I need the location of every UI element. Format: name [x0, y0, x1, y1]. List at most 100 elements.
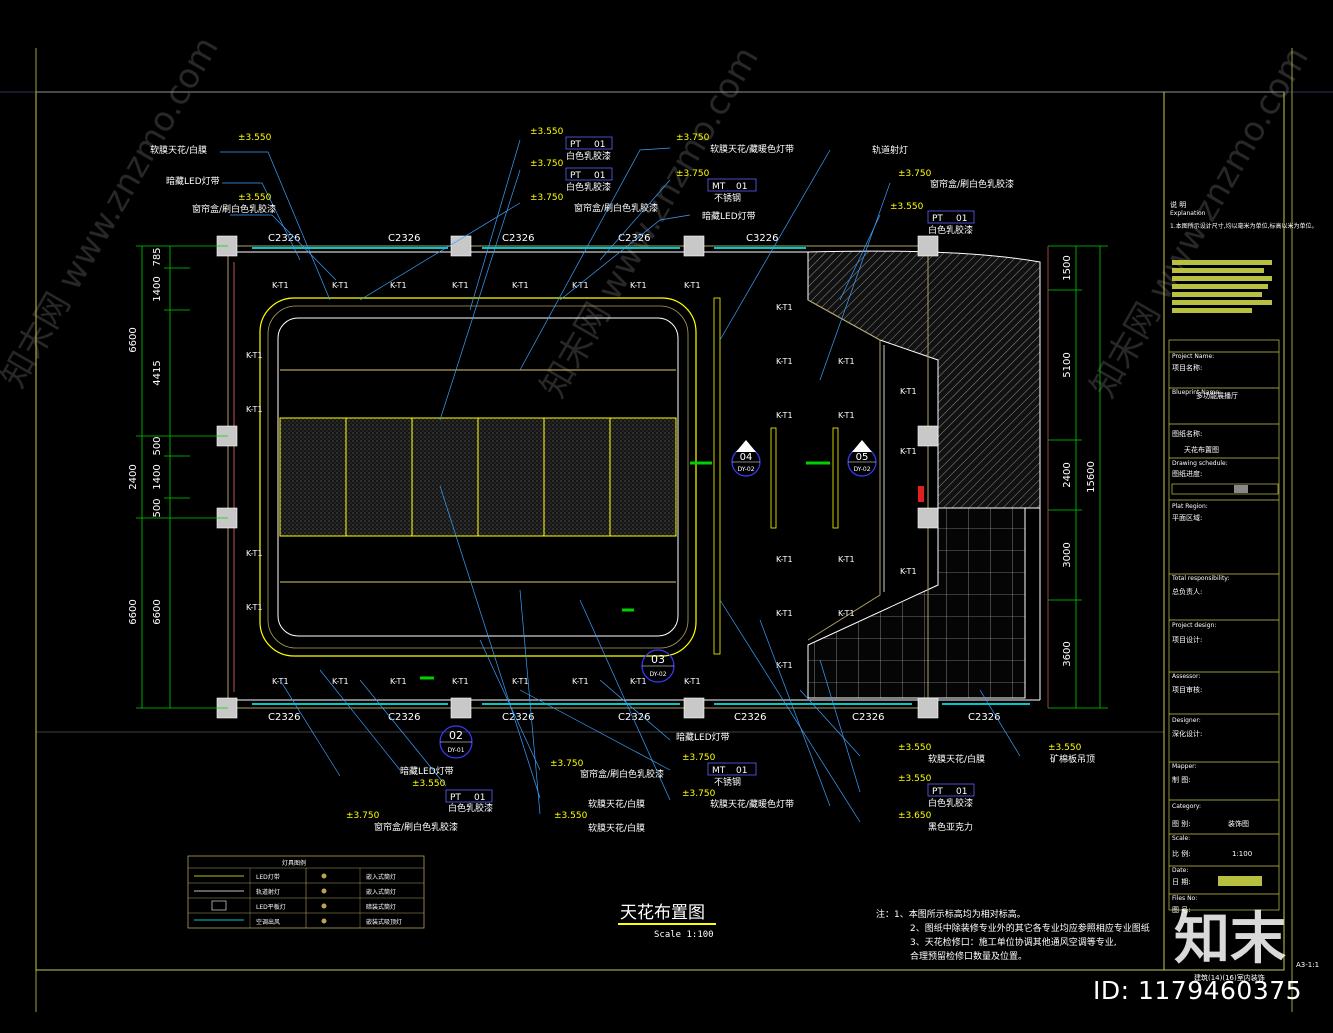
legend-item: 嵌入式筒灯 [366, 873, 396, 881]
note-line: 注：1、本图所示标高均为相对标高。 [876, 908, 1026, 920]
dimension-label: 2400 [128, 464, 139, 489]
material-code: 01 [736, 766, 747, 776]
fixture-label: K-T1 [838, 609, 855, 618]
level-mark: ±3.550 [530, 127, 564, 137]
callout-label: 不锈钢 [714, 776, 741, 788]
dimension-label: 6600 [128, 327, 139, 352]
section-sheet: DY-02 [853, 466, 870, 473]
callout-label: 矿棉板吊顶 [1050, 753, 1095, 765]
callout-label: 软膜天花/白膜 [928, 753, 985, 765]
section-number: 02 [449, 729, 463, 742]
callout-label: 白色乳胶漆 [566, 181, 611, 193]
callout-label: 软膜天花/藏暖色灯带 [710, 798, 794, 810]
drawing-scale: Scale 1:100 [654, 930, 714, 940]
tb-label: 图 别: [1172, 819, 1191, 828]
level-mark: ±3.550 [898, 774, 932, 784]
section-mark-03: 03 DY-02 [641, 649, 675, 683]
dimension-label: 5100 [1062, 352, 1073, 377]
floor-outline [216, 235, 1041, 719]
drawing-title-block: 天花布置图 Scale 1:100 [618, 903, 716, 940]
tb-category: 装饰图 [1228, 819, 1249, 828]
level-mark: ±3.750 [682, 753, 716, 763]
fixture-label: K-T1 [452, 281, 469, 290]
window-code: C2326 [502, 712, 534, 723]
dimension-label: 3000 [1062, 542, 1073, 567]
fixture-label: K-T1 [246, 405, 263, 414]
section-marks: 02 DY-01 03 DY-02 04 DY-02 05 DY-02 [439, 440, 877, 759]
legend-item: 嵌入式筒灯 [366, 888, 396, 896]
material-code: 01 [956, 787, 967, 797]
legend-item: 空调出风 [256, 918, 280, 926]
fixture-label: K-T1 [572, 677, 589, 686]
section-number: 05 [856, 452, 869, 463]
level-mark: ±3.750 [346, 811, 380, 821]
callout-label: 不锈钢 [714, 192, 741, 204]
tb-label: Assessor: [1172, 673, 1200, 680]
section-mark-04: 04 DY-02 [731, 440, 761, 477]
watermark-text: 知末网 www.znzmo.com [533, 40, 767, 405]
callout-label: 窗帘盒/刷白色乳胶漆 [580, 768, 664, 780]
material-tag: PT [450, 793, 461, 803]
tb-scale: 1:100 [1232, 850, 1252, 858]
level-mark: ±3.550 [238, 193, 272, 203]
level-mark: ±3.550 [890, 202, 924, 212]
tb-label: 项目设计: [1172, 635, 1202, 644]
image-id: ID: 1179460375 [1093, 976, 1303, 1005]
window-code: C2326 [502, 233, 534, 244]
tb-label: Mapper: [1172, 763, 1197, 770]
callout-label: 窗帘盒/刷白色乳胶漆 [930, 178, 1014, 190]
tb-label: Total responsibility: [1171, 575, 1229, 582]
fixture-label: K-T1 [900, 387, 917, 396]
tb-label: Date: [1172, 867, 1188, 874]
tb-explanation-title: 说 明 [1170, 200, 1186, 209]
tb-label: Project Name: [1172, 353, 1214, 360]
fixture-label: K-T1 [776, 609, 793, 618]
callout-label: 窗帘盒/刷白色乳胶漆 [574, 202, 658, 214]
tb-label: 图纸进度: [1172, 469, 1202, 478]
fixture-label: K-T1 [572, 281, 589, 290]
fixture-labels: K-T1 K-T1 K-T1 K-T1 K-T1 K-T1 K-T1 K-T1 … [246, 281, 917, 686]
fixture-label: K-T1 [332, 677, 349, 686]
window-code: C2326 [734, 712, 766, 723]
material-code: 01 [474, 793, 485, 803]
tb-project-name: 多功能展播厅 [1196, 391, 1238, 400]
window-code: C2326 [388, 712, 420, 723]
fixture-label: K-T1 [272, 281, 289, 290]
brand-watermark: 知末 [1174, 907, 1286, 972]
level-mark: ±3.750 [530, 159, 564, 169]
dimensions-left: 6600 2400 6600 785 1400 4415 500 1400 50… [128, 245, 228, 709]
fixture-label: K-T1 [684, 677, 701, 686]
fixture-label: K-T1 [838, 357, 855, 366]
dimension-label: 1400 [152, 464, 163, 489]
material-tag: MT [712, 766, 726, 776]
callout-label: 暗藏LED灯带 [166, 175, 220, 187]
window-code: C2326 [618, 233, 650, 244]
legend-item: LED灯带 [256, 873, 280, 881]
material-tag: PT [932, 214, 943, 224]
fixture-label: K-T1 [776, 555, 793, 564]
callout-label: 黑色亚克力 [928, 821, 973, 833]
tb-label: 比 例: [1172, 849, 1191, 858]
level-mark: ±3.550 [1048, 743, 1082, 753]
window-code: C2326 [388, 233, 420, 244]
legend-item: 轨道射灯 [256, 888, 280, 896]
level-mark: ±3.750 [550, 759, 584, 769]
material-code: 01 [594, 140, 605, 150]
level-mark: ±3.750 [676, 169, 710, 179]
note-line: 合理预留检修口数量及位置。 [910, 950, 1027, 962]
tb-label: Category: [1172, 803, 1201, 810]
fixture-label: K-T1 [776, 357, 793, 366]
window-codes: C2326 C2326 C2326 C2326 C3226 C2326 C232… [268, 233, 1000, 723]
fixture-label: K-T1 [512, 281, 529, 290]
tb-label: Drawing schedule: [1172, 460, 1228, 467]
dimension-label: 4415 [152, 360, 163, 385]
level-mark: ±3.550 [412, 779, 446, 789]
level-mark: ±3.650 [898, 811, 932, 821]
sheet-code: A3-1:1 [1296, 961, 1319, 969]
window-code: C2326 [852, 712, 884, 723]
tb-blueprint-name: 天花布置图 [1184, 445, 1219, 454]
section-sheet: DY-02 [649, 671, 666, 678]
level-mark: ±3.550 [554, 811, 588, 821]
tb-label: Scale: [1172, 835, 1190, 842]
fixture-label: K-T1 [390, 281, 407, 290]
